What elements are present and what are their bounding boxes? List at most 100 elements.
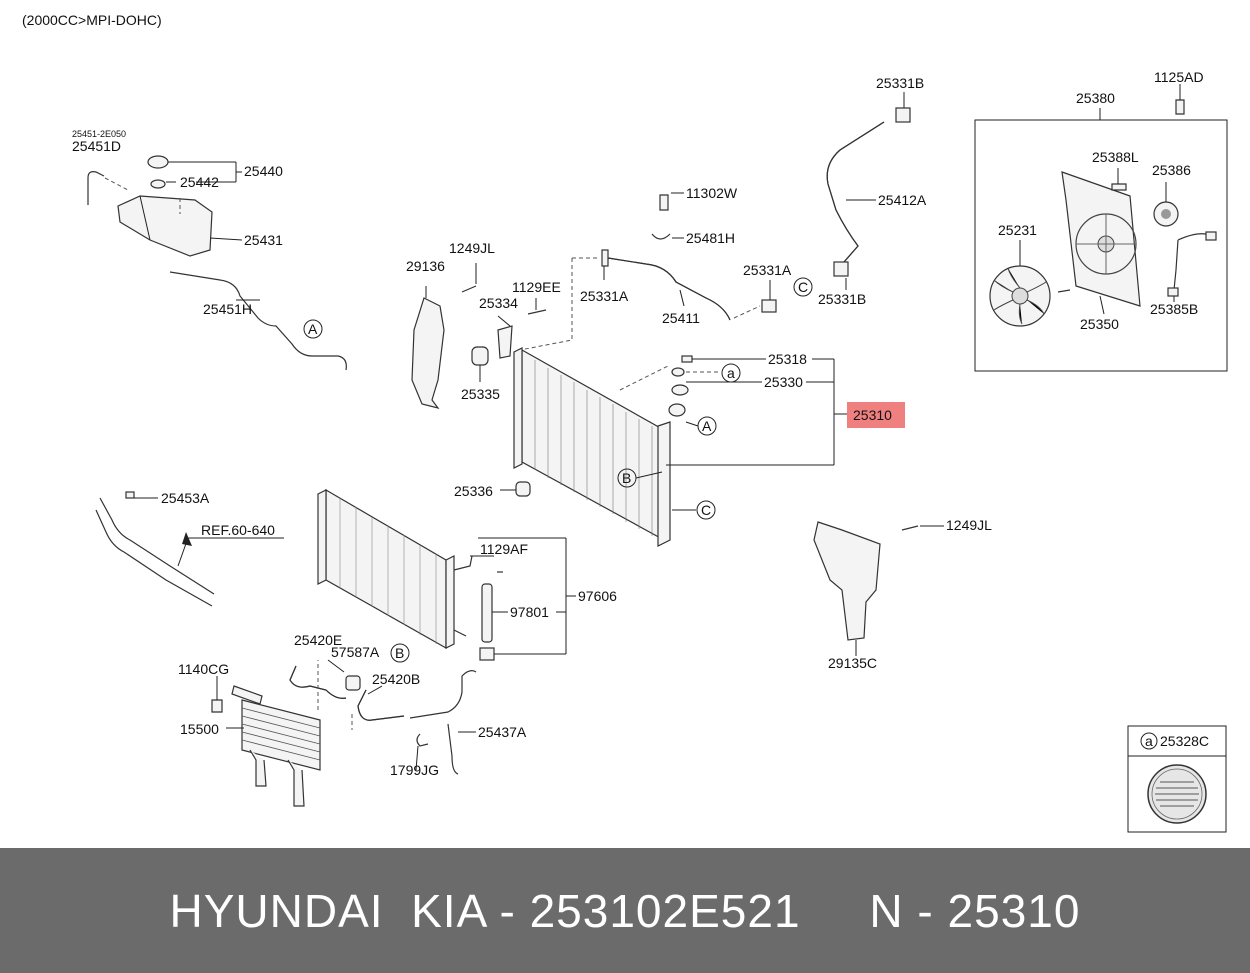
- callout-b-radiator: [617, 468, 637, 488]
- parts-diagram: (2000CC>MPI-DOHC) 25451-2E050 25451D 254…: [22, 12, 1228, 833]
- wire-harness-25385b: [1173, 233, 1213, 291]
- hose-25420b: [357, 689, 405, 721]
- label-1129af: 1129AF: [480, 541, 528, 557]
- label-25328c: 25328C: [1160, 733, 1209, 749]
- fan-group: 1125AD 25380 25388L 25386 25231 25350 25…: [974, 69, 1228, 372]
- clamp-25331b-top: [895, 107, 911, 123]
- highlight-25310: [847, 402, 905, 428]
- label-25331a-right: 25331A: [743, 262, 792, 278]
- label-25431: 25431: [244, 232, 283, 248]
- label-29136: 29136: [406, 258, 445, 274]
- radiator-core: [521, 348, 665, 542]
- bolt-1125ad: [1175, 99, 1185, 115]
- reservoir-tank: [117, 195, 213, 257]
- part-number-banner: HYUNDAI KIA - 253102E521 N - 25310: [0, 848, 1250, 973]
- oil-cooler-group: 25420E 57587A 25420B 1140CG 15500 25437A…: [178, 632, 527, 807]
- hose-25437a: [409, 670, 477, 775]
- label-1129ee: 1129EE: [512, 279, 561, 295]
- oil-cooler-15500: [241, 699, 321, 771]
- callout-a-legend-text: a: [1145, 733, 1153, 749]
- label-25388l: 25388L: [1092, 149, 1139, 165]
- clamp-25331b-bottom: [833, 261, 849, 277]
- callout-a-reservoir: [303, 319, 323, 339]
- label-25350: 25350: [1080, 316, 1119, 332]
- bolt-1249jl-side: [901, 525, 919, 531]
- receiver-drier-97801: [481, 583, 493, 643]
- label-25335: 25335: [461, 386, 500, 402]
- callout-a-legend: [1140, 732, 1158, 750]
- condenser-core: [325, 488, 447, 650]
- callout-a-small: [721, 363, 741, 383]
- label-25451d: 25451D: [72, 138, 121, 154]
- bolt-11302w: [659, 194, 669, 211]
- callout-c-hose: [793, 277, 813, 297]
- radiator-group: 25318 25330 25310 25336 a A B C: [454, 347, 905, 547]
- label-25380: 25380: [1076, 90, 1115, 106]
- label-ref-60-640: REF.60-640: [201, 522, 275, 538]
- callout-b-radiator-text: B: [622, 470, 631, 486]
- label-25385b: 25385B: [1150, 301, 1198, 317]
- bolt-1129ee: [527, 309, 547, 315]
- callout-c-radiator: [696, 500, 716, 520]
- mount-25335: [471, 346, 489, 366]
- label-15500: 15500: [180, 721, 219, 737]
- label-25386: 25386: [1152, 162, 1191, 178]
- label-25412a: 25412A: [878, 192, 927, 208]
- label-25442: 25442: [180, 174, 219, 190]
- label-25331b-bottom: 25331B: [818, 291, 866, 307]
- clamp-25331a-right: [761, 299, 777, 313]
- label-1249jl-side: 1249JL: [946, 517, 992, 533]
- radiator-right-tank: [657, 421, 671, 547]
- label-25481h: 25481H: [686, 230, 735, 246]
- radiator-cap-25330: [668, 403, 686, 417]
- reservoir-group: 25451-2E050 25451D 25440 25442 25431 254…: [72, 129, 347, 371]
- side-bracket-group: 1249JL 29135C: [813, 517, 992, 671]
- bracket-29135c: [813, 521, 881, 641]
- clip-1799jg: [416, 733, 429, 747]
- label-25411: 25411: [662, 310, 700, 326]
- label-1125ad: 1125AD: [1154, 69, 1204, 85]
- clamp-25331a-left: [601, 249, 609, 267]
- ref-duct-group: 25453A REF.60-640: [95, 490, 284, 607]
- engine-spec-label: (2000CC>MPI-DOHC): [22, 12, 162, 28]
- callout-b-cooler: [390, 643, 410, 663]
- label-25437a: 25437A: [478, 724, 527, 740]
- label-25334: 25334: [479, 295, 518, 311]
- bracket-25334: [497, 325, 513, 359]
- label-1249jl-top: 1249JL: [449, 240, 495, 256]
- fan-assembly-box: [974, 119, 1228, 372]
- plug-25318: [681, 355, 693, 363]
- label-1799jg: 1799JG: [390, 762, 439, 778]
- seal-ring: [671, 367, 685, 377]
- label-97606: 97606: [578, 588, 617, 604]
- clip-25481h: [651, 233, 671, 240]
- hose-25451d: [87, 171, 105, 205]
- bracket-group: 29136 1249JL 1129EE 25334 25335: [406, 240, 561, 409]
- hose-25451h: [169, 271, 347, 371]
- label-25451-2e050: 25451-2E050: [72, 129, 126, 139]
- hose-25412a: [826, 121, 885, 263]
- label-11302w: 11302W: [686, 185, 738, 201]
- part-number-text: HYUNDAI KIA - 253102E521 N - 25310: [169, 884, 1081, 937]
- callout-a-small-text: a: [727, 365, 735, 381]
- label-25440: 25440: [244, 163, 283, 179]
- reservoir-cap: [147, 155, 169, 169]
- lower-hose-group: 25331B 25412A 25331B C: [793, 75, 927, 307]
- bolt-1140cg: [211, 699, 223, 713]
- bracket-29136: [411, 297, 445, 409]
- label-25310: 25310: [853, 407, 892, 423]
- condenser-group: 1129AF 97606 97801: [317, 488, 617, 661]
- radiator-left-tank: [513, 347, 523, 469]
- label-97801: 97801: [510, 604, 549, 620]
- cap-label-legend: a 25328C: [1127, 725, 1227, 833]
- label-25331a-left: 25331A: [580, 288, 629, 304]
- bolt-1249jl: [461, 285, 477, 293]
- label-25453a: 25453A: [161, 490, 210, 506]
- label-25451h: 25451H: [203, 301, 252, 317]
- label-57587a: 57587A: [331, 644, 380, 660]
- callout-b-cooler-text: B: [395, 645, 404, 661]
- label-25331b-top: 25331B: [876, 75, 924, 91]
- label-25420e: 25420E: [294, 632, 342, 648]
- callout-c-radiator-text: C: [701, 502, 711, 518]
- label-25318: 25318: [768, 351, 807, 367]
